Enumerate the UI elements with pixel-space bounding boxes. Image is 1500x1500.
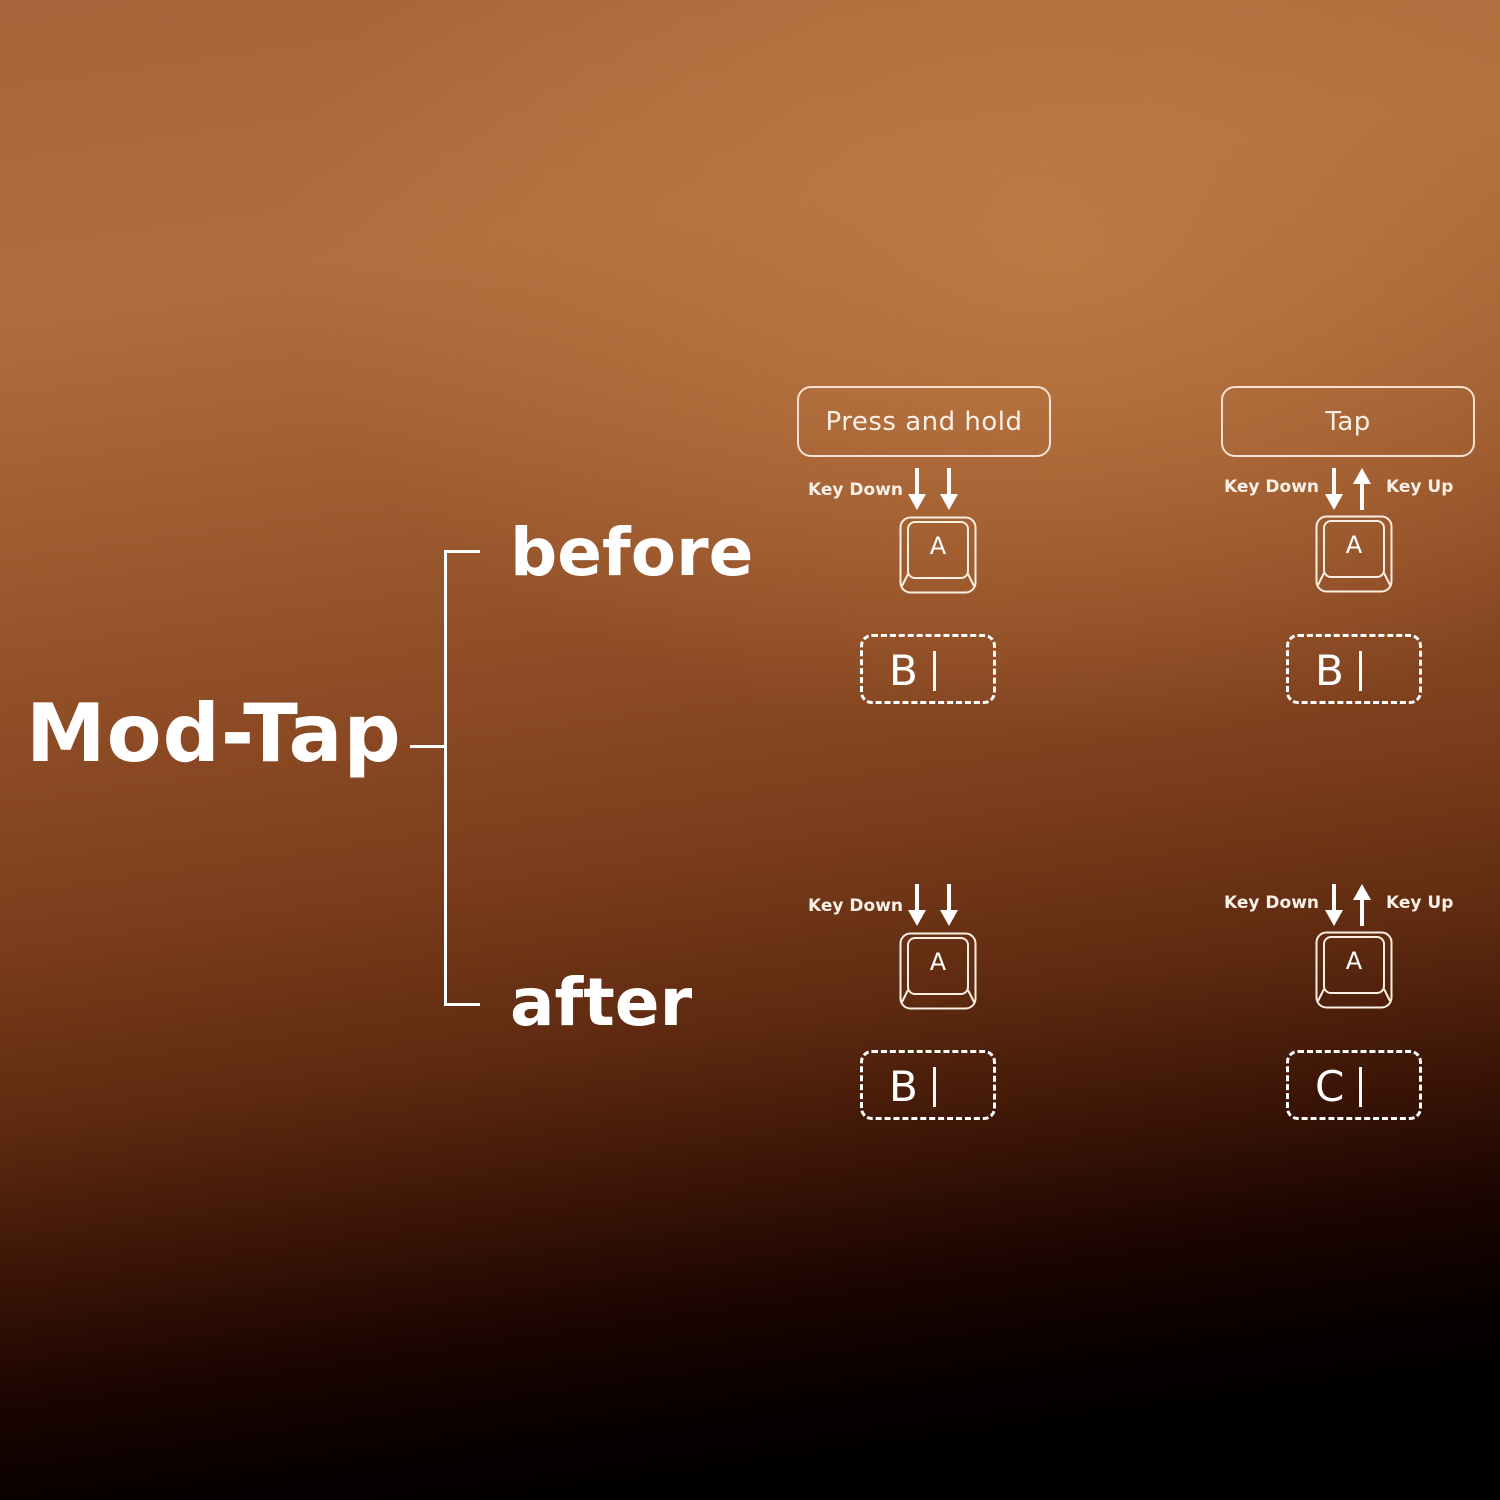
down-arrow-icon [1325, 468, 1343, 510]
output-field: C [1286, 1050, 1422, 1120]
text-cursor-icon [1359, 651, 1362, 691]
key-down-label: Key Down [808, 896, 904, 916]
up-arrow-icon [1353, 884, 1371, 926]
branch-label-after: after [510, 964, 693, 1041]
bracket-top-arm [444, 550, 480, 553]
diagram-title: Mod-Tap [26, 687, 402, 780]
text-cursor-icon [933, 1067, 936, 1107]
output-char: B [889, 1062, 918, 1111]
key-down-label: Key Down [1224, 893, 1320, 913]
text-cursor-icon [1359, 1067, 1362, 1107]
output-field: B [1286, 634, 1422, 704]
keycap-icon: A [899, 516, 977, 594]
branch-label-before: before [510, 514, 754, 591]
key-down-label: Key Down [808, 480, 904, 500]
key-up-label: Key Up [1386, 477, 1454, 497]
output-field: B [860, 1050, 996, 1120]
down-arrow-icon [908, 884, 926, 926]
keycap-icon: A [899, 932, 977, 1010]
bracket-connector [410, 745, 446, 748]
keycap-icon: A [1315, 515, 1393, 593]
mode-tap: Tap [1221, 386, 1475, 457]
keycap-letter: A [1345, 947, 1363, 975]
output-field: B [860, 634, 996, 704]
output-char: B [1315, 646, 1344, 695]
key-down-label: Key Down [1224, 477, 1320, 497]
text-cursor-icon [933, 651, 936, 691]
output-char: C [1315, 1062, 1345, 1111]
down-arrow-icon [940, 468, 958, 510]
keycap-letter: A [929, 948, 947, 976]
mode-press-and-hold: Press and hold [797, 386, 1051, 457]
keycap-letter: A [1345, 531, 1363, 559]
down-arrow-icon [908, 468, 926, 510]
output-char: B [889, 646, 918, 695]
down-arrow-icon [940, 884, 958, 926]
key-up-label: Key Up [1386, 893, 1454, 913]
bracket-vertical [444, 550, 447, 1006]
keycap-icon: A [1315, 931, 1393, 1009]
down-arrow-icon [1325, 884, 1343, 926]
up-arrow-icon [1353, 468, 1371, 510]
keycap-letter: A [929, 532, 947, 560]
bracket-bottom-arm [444, 1003, 480, 1006]
